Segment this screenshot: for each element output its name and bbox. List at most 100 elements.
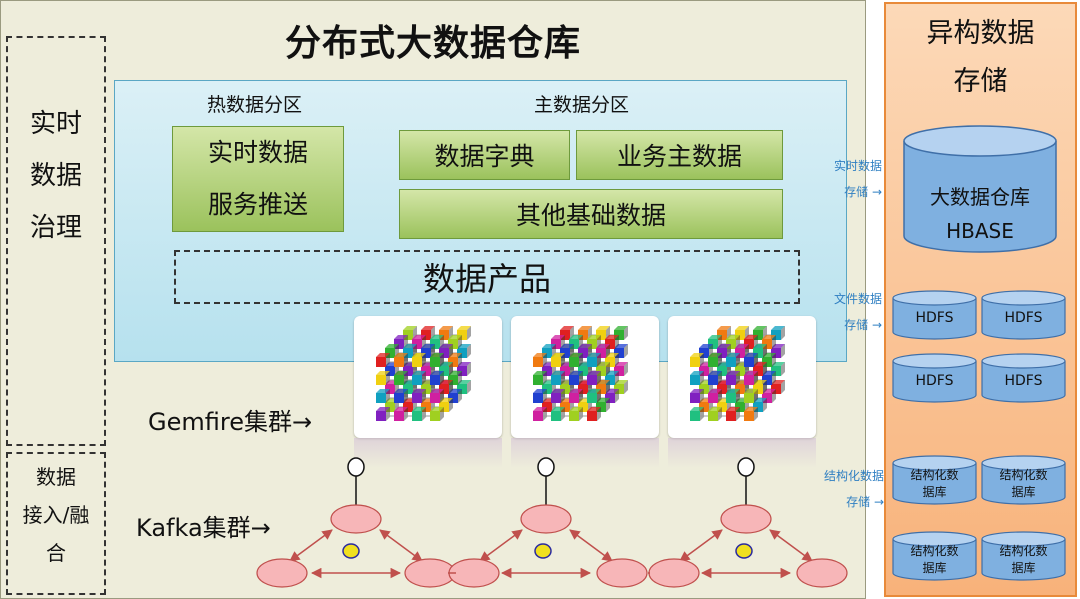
- governance-line-2: 数据: [29, 161, 82, 191]
- struct-db-line-2: 据库: [922, 561, 947, 575]
- kafka-node: [448, 558, 500, 588]
- cube-block: [708, 353, 722, 367]
- kafka-node: [796, 558, 848, 588]
- gemfire-cluster-label: Gemfire集群→: [148, 408, 313, 436]
- cube-block: [569, 389, 583, 403]
- realtime-push-box: 实时数据 服务推送: [172, 126, 344, 232]
- cube-block: [708, 371, 722, 385]
- struct-db-line-1: 结构化数: [999, 544, 1048, 558]
- gemfire-node-3: [668, 316, 816, 468]
- struct-db-line-2: 据库: [1011, 561, 1036, 575]
- cube-block: [551, 407, 565, 421]
- hot-box-line-1: 实时数据: [207, 138, 308, 167]
- kafka-topology-diagram: [256, 457, 848, 588]
- other-base-data-box: 其他基础数据: [399, 189, 783, 239]
- cube-block: [726, 389, 740, 403]
- struct-label-line-1: 结构化数据: [823, 469, 884, 483]
- hbase-line-1: 大数据仓库: [930, 185, 1030, 209]
- cube-block: [430, 353, 444, 367]
- structured-db-cylinder: 结构化数 据库: [981, 455, 1066, 505]
- hdfs-cylinder: HDFS: [981, 353, 1066, 403]
- hot-zone-title: 热数据分区: [207, 94, 303, 116]
- database-icon: [981, 531, 1066, 581]
- cube-block: [533, 353, 547, 367]
- database-icon: [892, 290, 977, 340]
- cube-block: [569, 353, 583, 367]
- storage-title-line-2: 存储: [953, 66, 1008, 97]
- database-icon: [981, 455, 1066, 505]
- cube-block: [376, 371, 390, 385]
- file-label-line-1: 文件数据: [833, 292, 882, 306]
- cube-block: [569, 371, 583, 385]
- cube-block: [726, 407, 740, 421]
- gemfire-node-1: [354, 316, 502, 468]
- realtime-storage-label: 实时数据 存储 →: [818, 153, 882, 205]
- ingest-line-1: 数据: [36, 465, 76, 489]
- hbase-line-2: HBASE: [946, 219, 1014, 243]
- realtime-label-line-2: 存储 →: [844, 185, 882, 199]
- cube-block: [587, 389, 601, 403]
- kafka-node: [720, 504, 772, 534]
- cube-block: [430, 371, 444, 385]
- hdfs-label: HDFS: [1004, 310, 1043, 326]
- kafka-node: [648, 558, 700, 588]
- cube-grid-icon: [668, 316, 816, 438]
- database-icon: [892, 531, 977, 581]
- cube-block: [744, 353, 758, 367]
- ingest-line-2: 接入/融: [22, 503, 90, 527]
- cube-block: [394, 353, 408, 367]
- cube-block: [533, 371, 547, 385]
- hdfs-label: HDFS: [1004, 373, 1043, 389]
- cube-reflection: [354, 438, 502, 468]
- cube-block: [708, 407, 722, 421]
- kafka-cluster-label: Kafka集群→: [136, 514, 271, 542]
- cube-block: [587, 407, 601, 421]
- cube-block: [744, 371, 758, 385]
- cube-block: [690, 407, 704, 421]
- database-icon: [981, 353, 1066, 403]
- kafka-node: [404, 558, 456, 588]
- cube-block: [533, 389, 547, 403]
- cube-block: [726, 371, 740, 385]
- file-storage-label: 文件数据 存储 →: [818, 286, 882, 338]
- cube-grid-icon: [511, 316, 659, 438]
- structured-db-cylinder: 结构化数 据库: [892, 531, 977, 581]
- struct-db-line-1: 结构化数: [999, 468, 1048, 482]
- kafka-group-2: [448, 457, 648, 588]
- business-master-box: 业务主数据: [576, 130, 783, 180]
- broker-pin-icon: [347, 457, 365, 477]
- database-icon: [892, 455, 977, 505]
- kafka-node: [596, 558, 648, 588]
- cube-block: [569, 407, 583, 421]
- hdfs-cylinder: HDFS: [892, 290, 977, 340]
- structured-db-cylinder: 结构化数 据库: [981, 531, 1066, 581]
- broker-pin-icon: [737, 457, 755, 477]
- hbase-cylinder: 大数据仓库 HBASE: [902, 124, 1058, 254]
- data-ingest-box: 数据 接入/融 合: [6, 452, 106, 595]
- page-title: 分布式大数据仓库: [284, 23, 581, 64]
- cube-block: [533, 407, 547, 421]
- cube-block: [690, 371, 704, 385]
- hdfs-cylinder: HDFS: [892, 353, 977, 403]
- storage-title: 异构数据 存储: [884, 10, 1077, 106]
- kafka-center-dot: [534, 543, 552, 559]
- data-product-box: 数据产品: [174, 250, 800, 304]
- data-dictionary-box: 数据字典: [399, 130, 570, 180]
- kafka-group-1: [256, 457, 456, 588]
- kafka-center-dot: [342, 543, 360, 559]
- cube-block: [690, 353, 704, 367]
- cube-block: [394, 371, 408, 385]
- struct-db-line-2: 据库: [922, 485, 947, 499]
- kafka-node: [256, 558, 308, 588]
- cube-block: [412, 371, 426, 385]
- cube-block: [376, 389, 390, 403]
- kafka-node: [330, 504, 382, 534]
- hot-box-line-2: 服务推送: [207, 190, 308, 219]
- cube-block: [551, 353, 565, 367]
- cube-block: [412, 353, 426, 367]
- cube-block: [744, 407, 758, 421]
- hdfs-label: HDFS: [915, 373, 954, 389]
- main-zone-title: 主数据分区: [534, 94, 630, 116]
- struct-db-line-1: 结构化数: [910, 544, 959, 558]
- gemfire-node-2: [511, 316, 659, 468]
